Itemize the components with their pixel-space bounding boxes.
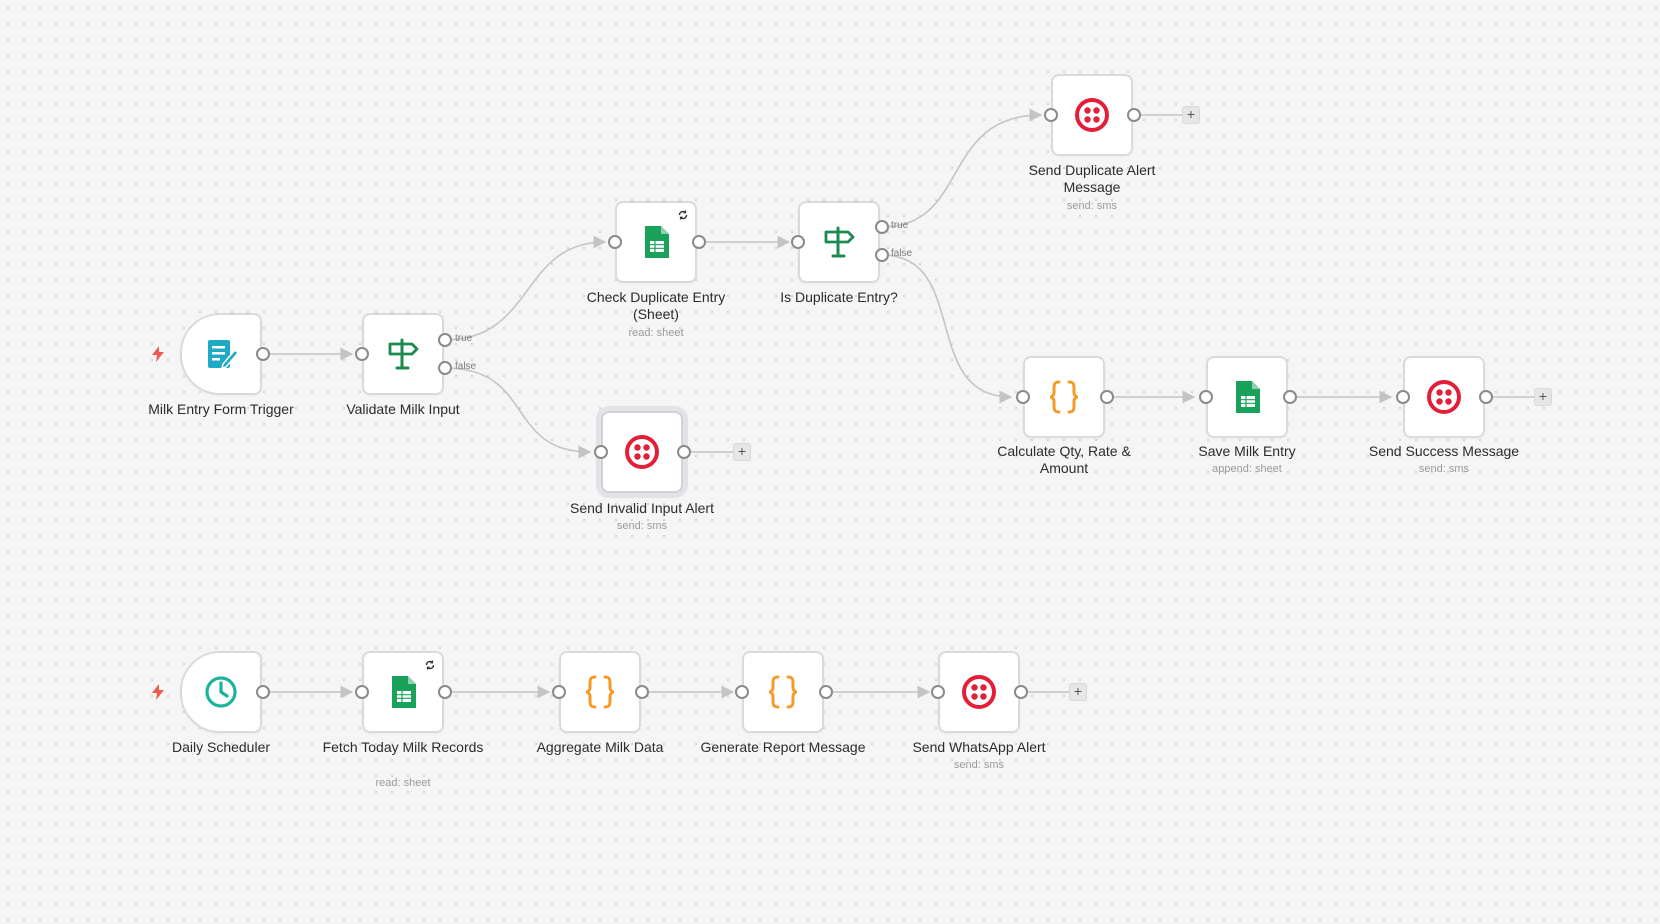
node-send-duplicate-alert[interactable] [1051, 74, 1133, 156]
form-icon [208, 340, 240, 370]
node-daily-scheduler[interactable] [180, 651, 262, 733]
node-title: Generate Report Message [700, 739, 866, 755]
node-subtitle: append: sheet [1212, 463, 1282, 475]
output-port-true[interactable] [438, 333, 452, 347]
wire-validate-false-to-invalid [444, 367, 592, 459]
node-fetch-today-milk-records[interactable] [362, 651, 444, 733]
node-milk-entry-form-trigger[interactable] [180, 313, 262, 395]
google-sheets-icon [1236, 381, 1260, 413]
output-port[interactable] [677, 445, 691, 459]
wire-validate-true-to-check [444, 235, 607, 341]
node-subtitle: send: sms [1066, 200, 1118, 212]
node-send-whatsapp-alert[interactable] [938, 651, 1020, 733]
input-port[interactable] [1016, 390, 1030, 404]
node-send-success-message[interactable] [1403, 356, 1485, 438]
input-port[interactable] [735, 685, 749, 699]
node-title: Send Invalid Input Alert [570, 500, 714, 516]
add-node-button[interactable]: + [733, 443, 751, 461]
wire-isdup-true-to-dupalert [881, 108, 1043, 228]
code-icon [1049, 380, 1079, 414]
node-subtitle: send: sms [616, 520, 668, 532]
switch-icon [388, 338, 419, 370]
add-node-button[interactable]: + [1534, 388, 1552, 406]
clock-icon [205, 676, 237, 708]
node-is-duplicate-entry[interactable] [798, 201, 880, 283]
node-calculate-qty-rate-amount[interactable] [1023, 356, 1105, 438]
output-port[interactable] [256, 347, 270, 361]
port-label-false: false [455, 361, 477, 372]
output-port[interactable] [256, 685, 270, 699]
google-sheets-icon [392, 676, 416, 708]
output-port[interactable] [1127, 108, 1141, 122]
output-port[interactable] [635, 685, 649, 699]
output-port[interactable] [438, 685, 452, 699]
node-title: Is Duplicate Entry? [780, 289, 898, 305]
input-port[interactable] [1396, 390, 1410, 404]
input-port[interactable] [355, 347, 369, 361]
node-send-invalid-input-alert[interactable] [601, 411, 683, 493]
node-title: Validate Milk Input [346, 401, 460, 417]
port-label-true: true [455, 333, 473, 344]
twilio-icon [962, 675, 996, 709]
input-port[interactable] [931, 685, 945, 699]
output-port[interactable] [1014, 685, 1028, 699]
output-port[interactable] [1479, 390, 1493, 404]
add-node-button[interactable]: + [1182, 106, 1200, 124]
twilio-icon [1427, 380, 1461, 414]
node-title: Milk Entry Form Trigger [148, 401, 294, 417]
node-title: Save Milk Entry [1198, 443, 1296, 459]
trigger-bolt-icon [152, 346, 164, 362]
node-subtitle: send: sms [953, 759, 1005, 771]
port-label-true: true [891, 220, 909, 231]
input-port[interactable] [1199, 390, 1213, 404]
input-port[interactable] [355, 685, 369, 699]
output-port[interactable] [692, 235, 706, 249]
node-title: Send Duplicate Alert Message [1028, 162, 1156, 195]
trigger-bolt-icon [152, 684, 164, 700]
node-validate-milk-input[interactable] [362, 313, 444, 395]
output-port[interactable] [1283, 390, 1297, 404]
node-title: Daily Scheduler [171, 739, 271, 755]
node-generate-report-message[interactable] [742, 651, 824, 733]
node-save-milk-entry[interactable] [1206, 356, 1288, 438]
twilio-icon [1075, 98, 1109, 132]
output-port[interactable] [819, 685, 833, 699]
node-check-duplicate-entry[interactable] [615, 201, 697, 283]
node-aggregate-milk-data[interactable] [559, 651, 641, 733]
node-subtitle: read: sheet [628, 327, 684, 339]
node-subtitle: send: sms [1418, 463, 1470, 475]
output-port[interactable] [1100, 390, 1114, 404]
input-port[interactable] [1044, 108, 1058, 122]
output-port-false[interactable] [438, 361, 452, 375]
node-subtitle: read: sheet [375, 777, 431, 789]
input-port[interactable] [594, 445, 608, 459]
input-port[interactable] [791, 235, 805, 249]
sync-icon [425, 660, 435, 670]
node-title: Send WhatsApp Alert [912, 739, 1046, 755]
code-icon [768, 675, 798, 709]
output-port-true[interactable] [875, 220, 889, 234]
node-title: Fetch Today Milk Records [322, 739, 484, 755]
switch-icon [824, 226, 855, 258]
output-port-false[interactable] [875, 248, 889, 262]
google-sheets-icon [645, 226, 669, 258]
input-port[interactable] [552, 685, 566, 699]
node-title: Calculate Qty, Rate & Amount [997, 443, 1131, 476]
add-node-button[interactable]: + [1069, 683, 1087, 701]
code-icon [585, 675, 615, 709]
input-port[interactable] [608, 235, 622, 249]
node-title: Check Duplicate Entry (Sheet) [586, 289, 726, 322]
wire-isdup-false-to-calc [881, 254, 1013, 404]
twilio-icon [625, 435, 659, 469]
node-title: Aggregate Milk Data [536, 739, 664, 755]
port-label-false: false [891, 248, 913, 259]
sync-icon [678, 210, 688, 220]
node-title: Send Success Message [1368, 443, 1520, 459]
